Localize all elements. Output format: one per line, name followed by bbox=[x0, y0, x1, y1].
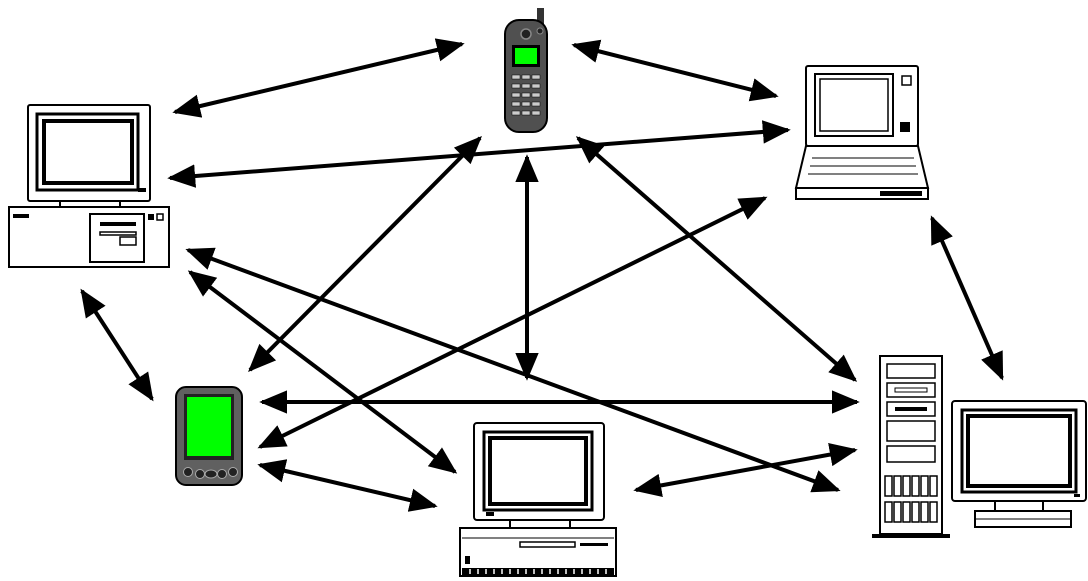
connection-arrow-desktop-pc-pda bbox=[80, 288, 154, 402]
connection-arrows bbox=[80, 38, 1004, 512]
connection-arrow-mac-computer-tower-server bbox=[633, 442, 858, 498]
mobile-phone-icon bbox=[504, 8, 548, 133]
connection-arrow-desktop-pc-cell-phone bbox=[172, 38, 465, 118]
desktop-computer-icon bbox=[8, 104, 170, 268]
connection-arrow-laptop-tower-server bbox=[930, 215, 1004, 381]
laptop-icon bbox=[794, 65, 930, 200]
connection-arrow-cell-phone-laptop bbox=[571, 39, 779, 102]
connection-arrow-pda-mac-computer bbox=[257, 459, 438, 512]
connection-arrow-laptop-pda bbox=[257, 196, 768, 449]
connection-arrow-cell-phone-pda bbox=[248, 136, 482, 372]
tower-computer-icon bbox=[872, 355, 1087, 538]
pda-icon bbox=[175, 386, 243, 486]
macintosh-computer-icon bbox=[459, 422, 617, 577]
